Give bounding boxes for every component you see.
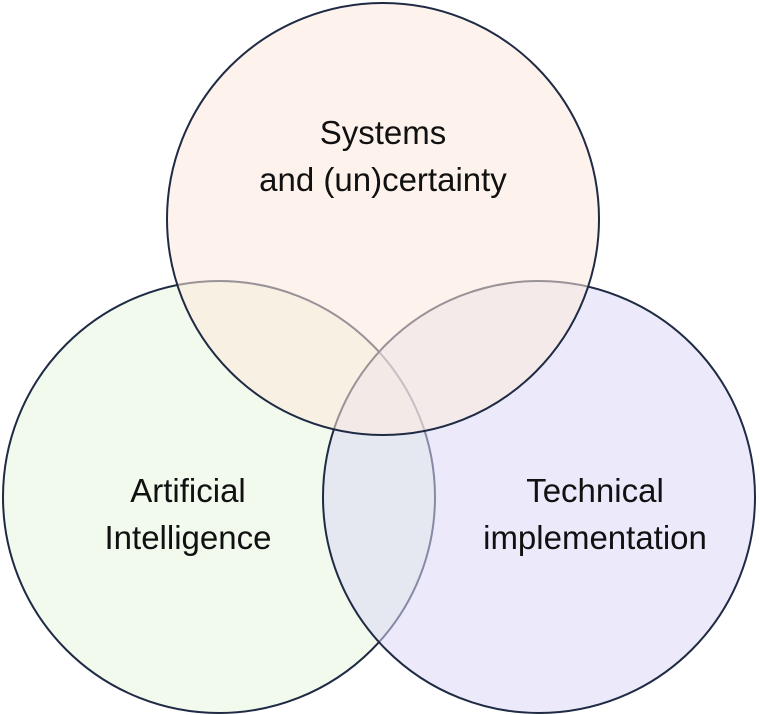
label-technical-line-1: Technical [526,472,664,509]
label-ai-line-1: Artificial [130,472,246,509]
label-technical-line-2: implementation [483,519,707,556]
label-systems-line-2: and (un)certainty [259,161,507,198]
label-ai-line-2: Intelligence [105,519,272,556]
circle-systems-uncertainty [166,2,600,436]
label-systems-line-1: Systems [320,114,447,151]
